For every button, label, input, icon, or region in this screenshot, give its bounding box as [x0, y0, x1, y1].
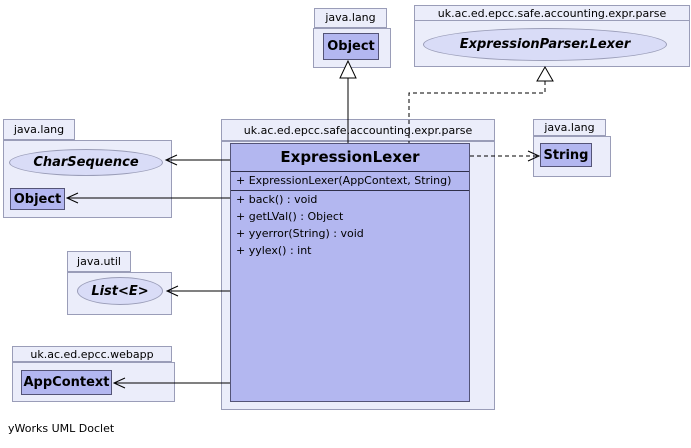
- method-row-back: + back() : void: [236, 193, 318, 206]
- class-node-expressionlexer[interactable]: ExpressionLexer + ExpressionLexer(AppCon…: [230, 143, 470, 402]
- package-tab-java-util: java.util: [67, 251, 131, 272]
- class-constructor-row: + ExpressionLexer(AppContext, String): [231, 171, 469, 190]
- package-tab-java-lang-top: java.lang: [314, 8, 387, 28]
- class-node-string[interactable]: String: [540, 143, 592, 167]
- class-methods-compartment: + back() : void + getLVal() : Object + y…: [231, 190, 469, 259]
- method-row-getlval: + getLVal() : Object: [236, 210, 344, 223]
- interface-node-charsequence[interactable]: CharSequence: [9, 149, 163, 176]
- class-title: ExpressionLexer: [280, 148, 420, 166]
- package-tab-expr-parse-interface: uk.ac.ed.epcc.safe.accounting.expr.parse: [414, 5, 690, 21]
- method-row-yyerror: + yyerror(String) : void: [236, 227, 364, 240]
- interface-node-expressionparser-lexer[interactable]: ExpressionParser.Lexer: [423, 28, 667, 61]
- hollow-triangle-arrowhead: [536, 65, 554, 82]
- interface-node-list-e[interactable]: List<E>: [77, 277, 163, 305]
- class-node-appcontext[interactable]: AppContext: [21, 370, 112, 395]
- method-row-yylex: + yylex() : int: [236, 244, 312, 257]
- package-tab-java-lang-right: java.lang: [533, 119, 606, 136]
- class-node-object-left[interactable]: Object: [10, 188, 65, 210]
- package-tab-webapp: uk.ac.ed.epcc.webapp: [12, 346, 172, 362]
- class-node-object-top[interactable]: Object: [323, 33, 379, 60]
- ywords-doclet-credit: yWorks UML Doclet: [8, 422, 115, 435]
- package-tab-expr-parse-main: uk.ac.ed.epcc.safe.accounting.expr.parse: [221, 119, 495, 141]
- package-tab-java-lang-left: java.lang: [3, 119, 75, 140]
